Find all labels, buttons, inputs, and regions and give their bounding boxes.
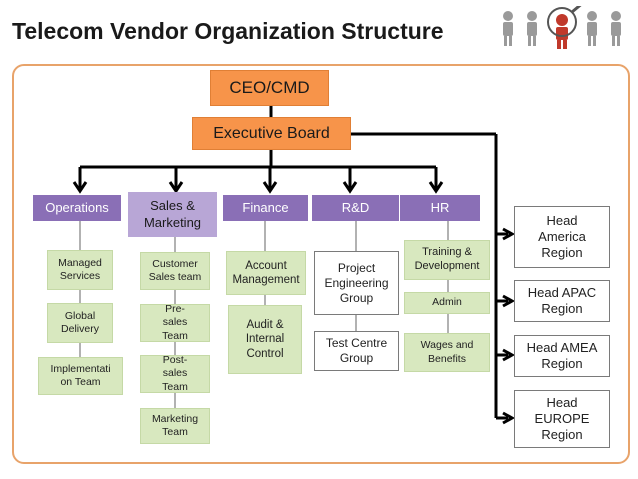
team-audit-internal-control: Audit & Internal Control [228,305,302,374]
region-apac: Head APAC Region [514,280,610,322]
team-post-sales: Post-sales Team [140,354,210,393]
dept-hr: HR [400,195,480,221]
team-training-development: Training & Development [404,240,490,280]
team-marketing: Marketing Team [140,408,210,444]
dept-sales-marketing: Sales & Marketing [128,192,217,237]
team-test-centre: Test Centre Group [314,331,399,371]
team-wages-benefits: Wages and Benefits [404,333,490,372]
team-pre-sales: Pre-sales Team [140,303,210,342]
ceo-box: CEO/CMD [210,70,329,106]
dept-rnd: R&D [312,195,399,221]
executive-board-box: Executive Board [192,117,351,150]
team-customer-sales: Customer Sales team [140,252,210,290]
team-project-engineering: Project Engineering Group [314,251,399,315]
people-group-magnifier-icon [503,6,621,49]
team-account-management: Account Management [226,251,306,295]
team-managed-services: Managed Services [47,250,113,290]
diagram-frame [12,64,630,464]
dept-operations: Operations [33,195,121,221]
region-europe: Head EUROPE Region [514,390,610,448]
team-implementation: Implementati on Team [38,357,123,395]
region-america: Head America Region [514,206,610,268]
region-amea: Head AMEA Region [514,335,610,377]
team-admin: Admin [404,292,490,314]
team-global-delivery: Global Delivery [47,303,113,343]
dept-finance: Finance [223,195,308,221]
page-title: Telecom Vendor Organization Structure [12,18,444,44]
